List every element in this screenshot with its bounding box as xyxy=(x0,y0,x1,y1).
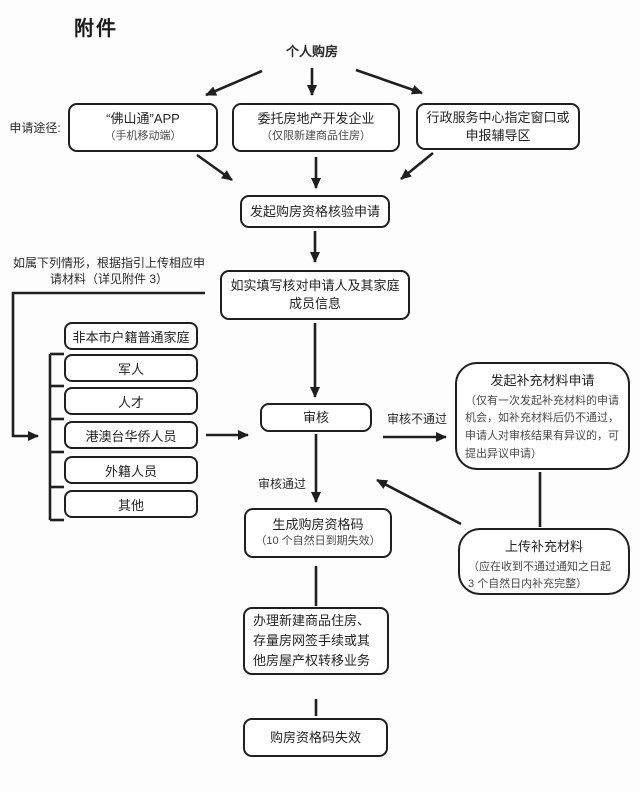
node-title: 购房资格码失效 xyxy=(269,729,361,745)
review-fail-label: 审核不通过 xyxy=(386,412,447,426)
node-qualification-code: 生成购房资格码 （10 个自然日到期失效） xyxy=(244,508,392,558)
applicant-type-item: 外籍人员 xyxy=(64,456,198,484)
node-title: 行政服务中心指定窗口或申报辅导区 xyxy=(426,109,570,143)
applicant-type-item: 港澳台华侨人员 xyxy=(64,421,198,449)
node-review: 审核 xyxy=(260,403,372,432)
start-label: 个人购房 xyxy=(285,44,338,59)
node-note: （应在收到不通过通知之日起 3 个自然日内补充完整） xyxy=(468,560,611,591)
node-note: （仅限新建商品住房） xyxy=(261,129,371,142)
node-title: 如实填写核对申请人及其家庭成员信息 xyxy=(230,278,400,311)
node-title: “佛山通”APP xyxy=(106,111,180,127)
applicant-type-item: 非本市户籍普通家庭 xyxy=(64,322,198,350)
node-title: 委托房地产开发企业 xyxy=(257,111,375,127)
node-code-expired: 购房资格码失效 xyxy=(243,718,388,757)
node-developer-entrust: 委托房地产开发企业 （仅限新建商品住房） xyxy=(232,103,400,152)
node-transfer-business: 办理新建商品住房、存量房网签手续或其他房屋产权转移业务 xyxy=(243,607,389,675)
node-note: （仅有一次发起补充材料的申请机会，如补充材料后仍不通过，申请人对审核结果有异议的… xyxy=(465,394,619,460)
node-title: 发起补充材料申请 xyxy=(490,373,595,388)
node-initiate-verification: 发起购房资格核验申请 xyxy=(240,195,390,228)
node-title: 上传补充材料 xyxy=(504,539,583,554)
page-title: 附件 xyxy=(74,18,118,40)
node-service-center: 行政服务中心指定窗口或申报辅导区 xyxy=(416,103,580,150)
node-title: 发起购房资格核验申请 xyxy=(250,203,381,219)
applicant-type-item: 人才 xyxy=(64,387,198,415)
upload-materials-note: 如属下列情形，根据指引上传相应申 请材料（详见附件 3） xyxy=(12,256,205,286)
apply-channel-label: 申请途径: xyxy=(9,121,61,135)
node-foshantong-app: “佛山通”APP （手机移动端） xyxy=(68,103,218,152)
applicant-type-item: 其他 xyxy=(64,490,198,518)
node-note: （10 个自然日到期失效） xyxy=(255,535,381,548)
node-title: 生成购房资格码 xyxy=(272,516,364,532)
applicant-type-item: 军人 xyxy=(64,354,198,382)
node-title: 办理新建商品住房、存量房网签手续或其他房屋产权转移业务 xyxy=(253,612,371,669)
node-title: 审核 xyxy=(302,409,329,425)
node-upload-supplement: 上传补充材料 （应在收到不通过通知之日起 3 个自然日内补充完整） xyxy=(458,528,630,595)
node-note: （手机移动端） xyxy=(104,129,182,142)
node-supplement-request: 发起补充材料申请 （仅有一次发起补充材料的申请机会，如补充材料后仍不通过，申请人… xyxy=(455,362,630,470)
node-fill-family-info: 如实填写核对申请人及其家庭成员信息 xyxy=(220,270,410,320)
review-pass-label: 审核通过 xyxy=(257,477,306,491)
